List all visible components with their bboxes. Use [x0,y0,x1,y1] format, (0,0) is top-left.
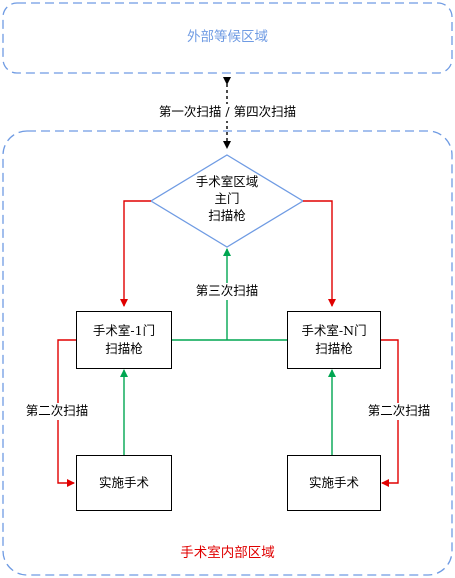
red-arrow-to-door-n [303,200,336,307]
outer-zone-label: 外部等候区域 [187,29,268,45]
surgery-box-right: 实施手术 [287,455,381,511]
door-1-line-1: 手术室-1门 [92,322,156,338]
second-scan-label-left: 第二次扫描 [18,403,96,420]
third-scan-label: 第三次扫描 [190,283,264,300]
surgery-box-left: 实施手术 [76,455,172,511]
door-n-line-1: 手术室-N门 [301,322,367,338]
door-1-line-2: 扫描枪 [105,341,143,356]
main-gate-line-1: 手术室区域 [195,174,259,189]
first-fourth-scan-label: 第一次扫描 / 第四次扫描 [140,104,315,121]
outer-zone-border [2,2,453,74]
main-gate-diamond [149,154,305,248]
door-n-scanner-box: 手术室-N门 扫描枪 [287,311,381,369]
main-gate-line-2: 主门 [214,190,240,206]
inner-zone-label: 手术室内部区域 [180,545,275,561]
surgery-right-label: 实施手术 [308,474,359,490]
door-n-line-2: 扫描枪 [315,341,353,356]
second-scan-label-right: 第二次扫描 [360,403,438,420]
main-gate-label: 手术室区域 主门 扫描枪 [177,174,277,225]
surgery-left-label: 实施手术 [98,474,149,490]
red-arrow-to-door-1 [120,200,151,307]
door-1-scanner-box: 手术室-1门 扫描枪 [76,311,172,369]
main-gate-line-3: 扫描枪 [208,207,246,223]
